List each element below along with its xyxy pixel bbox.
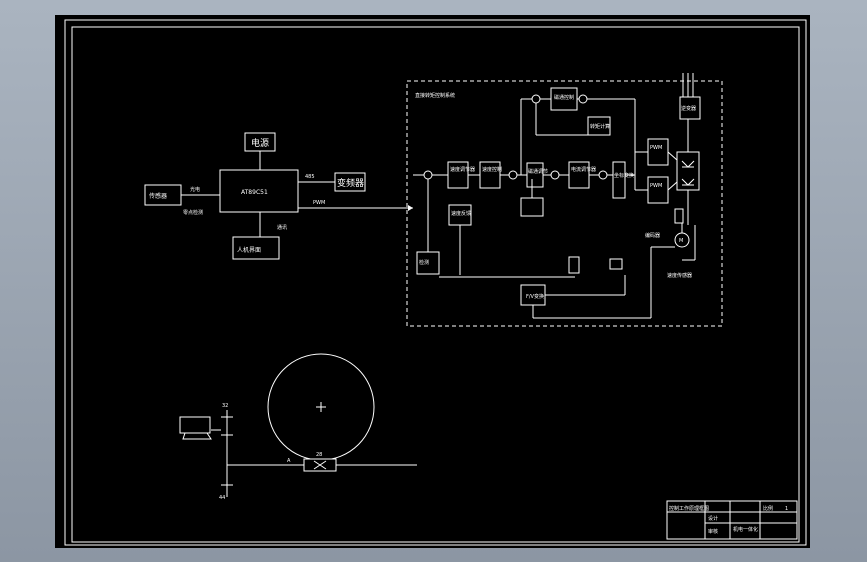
belt-left-label: A [287, 458, 291, 464]
arrow-icon [408, 205, 413, 211]
drawing-frame [71, 26, 800, 543]
mcu-block [219, 169, 299, 213]
sum-junction-icon [598, 170, 608, 180]
outer-frame [64, 19, 807, 546]
monitor-stand-icon [182, 432, 212, 440]
small-block [609, 258, 623, 270]
inverter-label-block [679, 96, 701, 120]
detect-feedback-block [416, 251, 440, 275]
speed-reg-block [447, 161, 469, 189]
sensor-label: 传感器 [149, 192, 167, 200]
speed-ctrl-block [479, 161, 501, 189]
cross-icon [313, 460, 327, 470]
pulley-label: 28 [316, 452, 322, 458]
rs485-label: 485 [305, 174, 315, 180]
sum-junction-icon [531, 94, 541, 104]
pwm-label: PWM [650, 145, 662, 151]
scale-label: 比例 [763, 505, 773, 512]
title-block [666, 500, 798, 540]
detect-label: 检测 [419, 259, 429, 266]
pwm-block-lower [647, 176, 669, 204]
sum-junction-icon [423, 170, 433, 180]
coord-conv-block [612, 161, 626, 199]
signal-line [667, 181, 678, 191]
motor-label: M [679, 238, 683, 244]
hmi-block [232, 236, 280, 260]
small-block [568, 256, 580, 274]
control-system-frame [406, 80, 723, 327]
inverter-label: 逆变器 [681, 105, 696, 112]
speed-sensor-label: 速度传感器 [667, 272, 692, 279]
section-title: 直接转矩控制系统 [415, 92, 455, 99]
monitor-icon [179, 416, 211, 434]
fv-upper-block [520, 197, 544, 217]
sum-junction-icon [508, 170, 518, 180]
detect-block [674, 208, 684, 224]
current-reg-label: 电流调节器 [571, 166, 596, 173]
pwm-label: PWM [650, 183, 662, 189]
shaft-top-label: 32 [222, 403, 228, 409]
drawing-title: 控制工作原理框图 [669, 505, 709, 512]
mcu-label: AT89C51 [241, 189, 268, 196]
checker-label: 审核 [708, 528, 718, 535]
sheet-label: 1 [785, 506, 788, 512]
torque-calc-label: 转矩计算 [590, 123, 610, 130]
hmi-link-label: 通讯 [277, 224, 287, 231]
coord-conv-label: 坐标变换 [614, 172, 634, 179]
diode-icon [681, 160, 695, 186]
speed-ctrl-label: 速度控制 [482, 166, 502, 173]
speed-reg-label: 速度调节器 [450, 166, 475, 173]
fv-label: F/V变换 [526, 293, 544, 300]
pwm-block-upper [647, 138, 669, 166]
signal-line [667, 151, 678, 161]
flux-reg-block [526, 162, 544, 188]
zero-detect-label: 零点检测 [183, 209, 203, 216]
converter-label: 变频器 [337, 177, 364, 189]
sum-junction-icon [578, 94, 588, 104]
school-label: 机电一体化 [733, 526, 758, 533]
drawing-sheet: 传感器 光电 零点检测 AT89C51 电源 人机界面 通讯 变频器 485 P… [55, 15, 810, 548]
sum-junction-icon [550, 170, 560, 180]
torque-calc-block [587, 116, 611, 136]
power-label: 电源 [251, 137, 269, 149]
flux-ctrl-label: 磁通控制 [554, 94, 574, 101]
drawing-canvas: 传感器 光电 零点检测 AT89C51 电源 人机界面 通讯 变频器 485 P… [64, 19, 807, 546]
speed-feedback-label: 速度反馈 [451, 210, 471, 217]
pwm-out-label: PWM [313, 200, 325, 206]
hmi-label: 人机界面 [237, 246, 261, 254]
shaft-bottom-label: 44 [219, 495, 225, 501]
encoder-label: 编码器 [645, 232, 660, 239]
flux-reg-label: 磁通调节 [528, 168, 548, 175]
current-reg-block [568, 161, 590, 189]
designer-label: 设计 [708, 515, 718, 522]
sensor-out-label: 光电 [190, 186, 200, 193]
